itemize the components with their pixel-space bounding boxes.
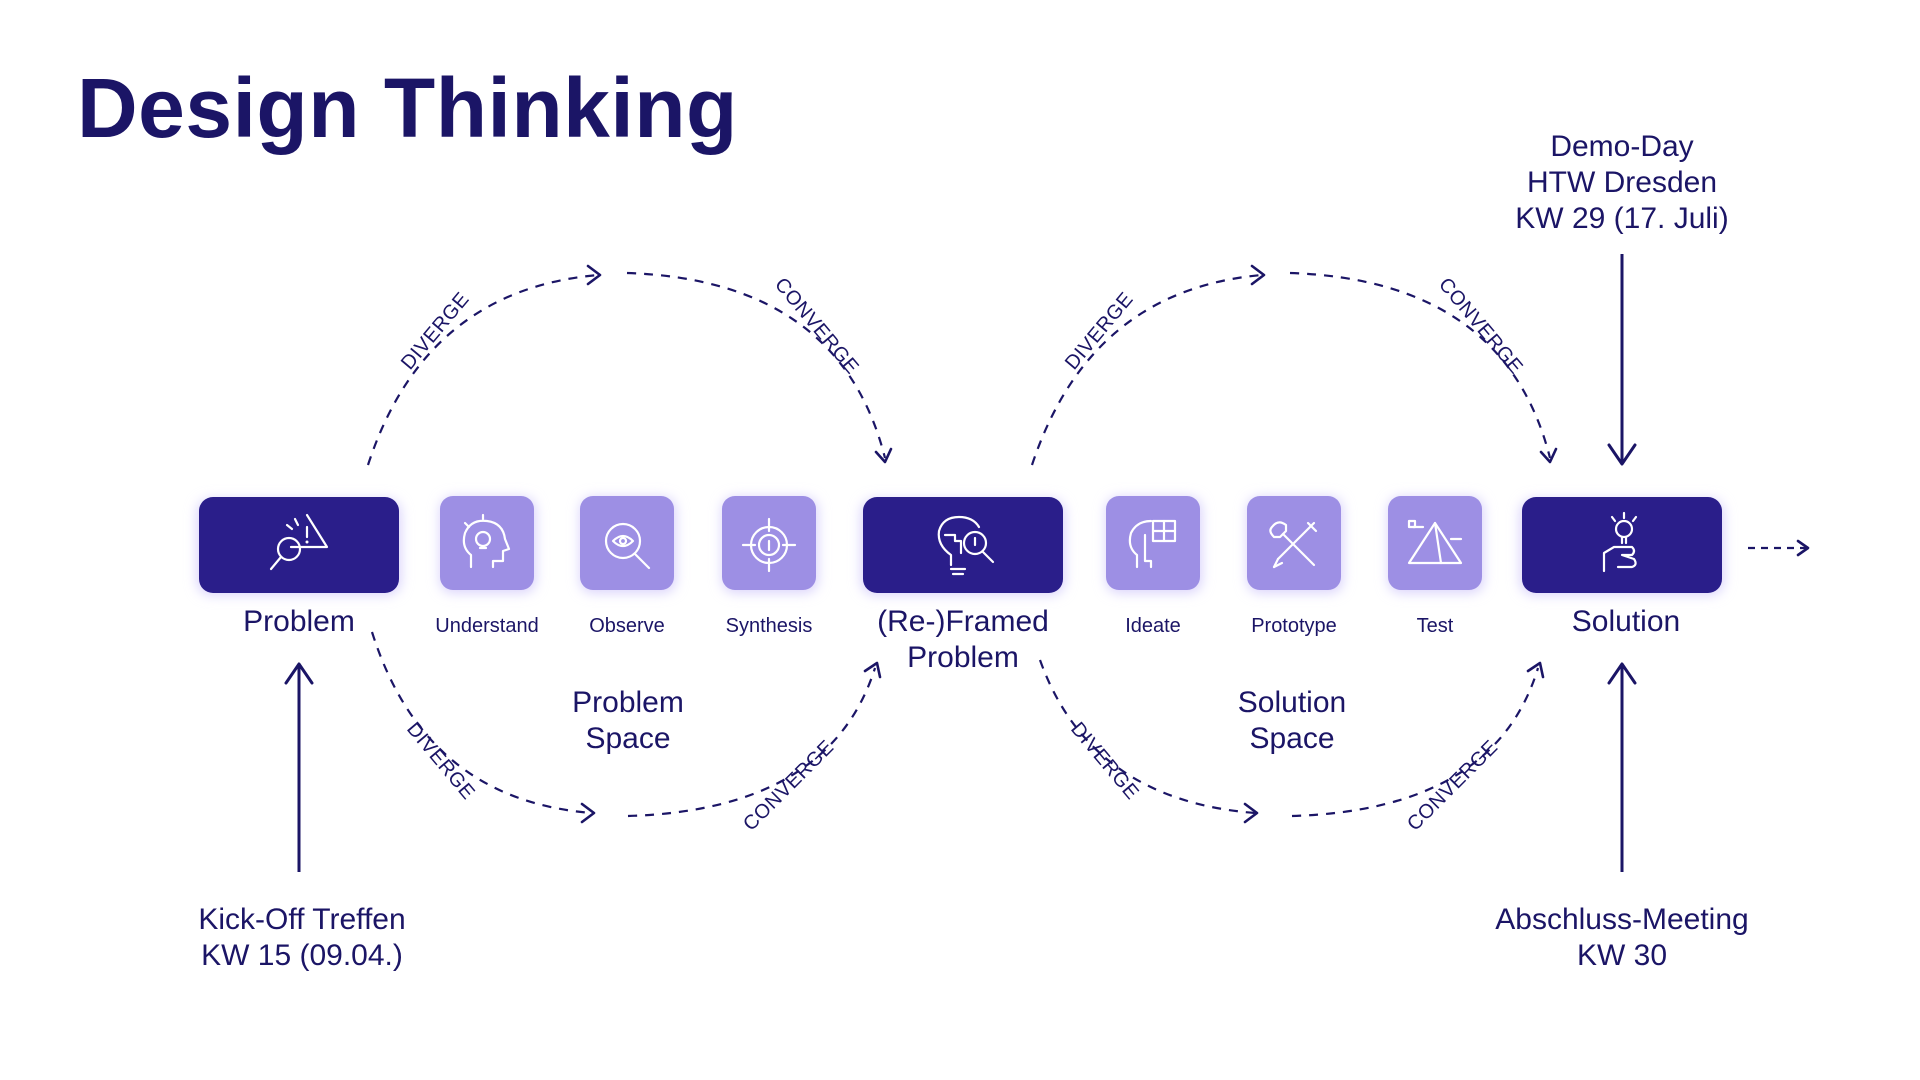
demoday-label-line2: HTW Dresden xyxy=(1527,166,1717,199)
arrowhead-top-1 xyxy=(586,264,602,286)
eye-magnifier-icon xyxy=(604,522,651,570)
stage-problem: Problem xyxy=(197,497,401,638)
stage-understand-label: Understand xyxy=(435,615,538,637)
diverge-label-bottom-1: DIVERGE xyxy=(402,718,479,804)
demoday-arrow xyxy=(1607,254,1637,466)
converge-label-top-1: CONVERGE xyxy=(770,274,863,379)
problem-space-label-line2: Space xyxy=(585,722,670,755)
stage-observe: Observe xyxy=(580,496,676,637)
arrowhead-top-3 xyxy=(1250,264,1266,286)
head-puzzle-icon xyxy=(1128,519,1177,569)
diverge-label-bottom-2: DIVERGE xyxy=(1066,718,1143,804)
diverge-arc-top-1 xyxy=(366,273,599,466)
lightbulb-head-icon xyxy=(462,513,511,569)
converge-arc-top-2 xyxy=(1289,271,1552,459)
abschluss-arrow xyxy=(1607,662,1637,872)
problem-alert-search-icon xyxy=(269,513,329,571)
stage-solution: Solution xyxy=(1520,497,1724,638)
kickoff-label-line1: Kick-Off Treffen xyxy=(198,903,405,936)
kickoff-label-line2: KW 15 (09.04.) xyxy=(201,939,403,972)
target-icon xyxy=(741,517,797,573)
stage-synthesis: Synthesis xyxy=(722,496,818,637)
stage-problem-label: Problem xyxy=(243,605,355,638)
kickoff-arrow xyxy=(284,662,314,872)
stage-prototype-label: Prototype xyxy=(1251,615,1337,637)
tools-icon xyxy=(1269,521,1318,569)
diverge-label-top-1: DIVERGE xyxy=(397,288,474,374)
hand-lightbulb-icon xyxy=(1602,511,1638,573)
diverge-arc-bottom-1 xyxy=(370,631,593,815)
stage-reframed-label-line1: (Re-)Framed xyxy=(877,605,1049,638)
arrowhead-bottom-3 xyxy=(1243,802,1259,824)
page-title: Design Thinking xyxy=(77,61,738,155)
diverge-label-top-2: DIVERGE xyxy=(1061,288,1138,374)
stage-prototype: Prototype xyxy=(1247,496,1343,637)
bulb-puzzle-search-icon xyxy=(937,515,995,576)
abschluss-label-line1: Abschluss-Meeting xyxy=(1495,903,1748,936)
arrowhead-bottom-4 xyxy=(1526,661,1545,679)
stage-test-label: Test xyxy=(1417,615,1454,637)
stage-reframed-problem: (Re-)Framed Problem xyxy=(861,497,1065,674)
stage-synthesis-label: Synthesis xyxy=(726,615,813,637)
pyramid-icon xyxy=(1407,519,1463,565)
stage-observe-label: Observe xyxy=(589,615,665,637)
demoday-label-line1: Demo-Day xyxy=(1550,130,1693,163)
solution-space-label-line1: Solution xyxy=(1238,686,1346,719)
arrowhead-bottom-2 xyxy=(863,661,882,679)
stage-ideate-label: Ideate xyxy=(1125,615,1181,637)
stage-solution-label: Solution xyxy=(1572,605,1680,638)
converge-label-bottom-2: CONVERGE xyxy=(1403,736,1502,835)
arrowhead-top-4 xyxy=(1539,447,1558,464)
diverge-arc-bottom-2 xyxy=(1038,659,1256,815)
stage-ideate: Ideate xyxy=(1106,496,1202,637)
diverge-arc-top-2 xyxy=(1030,273,1263,466)
flow-arcs-lower xyxy=(370,631,1545,824)
demoday-label-line3: KW 29 (17. Juli) xyxy=(1515,202,1728,235)
stage-understand: Understand xyxy=(435,496,539,637)
stage-reframed-label-line2: Problem xyxy=(907,641,1019,674)
problem-space-label-line1: Problem xyxy=(572,686,684,719)
arrowhead-bottom-1 xyxy=(580,802,596,824)
solution-space-label-line2: Space xyxy=(1249,722,1334,755)
converge-label-top-2: CONVERGE xyxy=(1434,274,1527,379)
arrowhead-top-2 xyxy=(874,447,893,464)
converge-label-bottom-1: CONVERGE xyxy=(739,736,838,835)
stage-test: Test xyxy=(1388,496,1484,637)
abschluss-label-line2: KW 30 xyxy=(1577,939,1667,972)
converge-arc-top-1 xyxy=(626,271,887,459)
flow-arcs-upper xyxy=(366,264,1558,466)
continuation-arrow xyxy=(1748,539,1810,557)
